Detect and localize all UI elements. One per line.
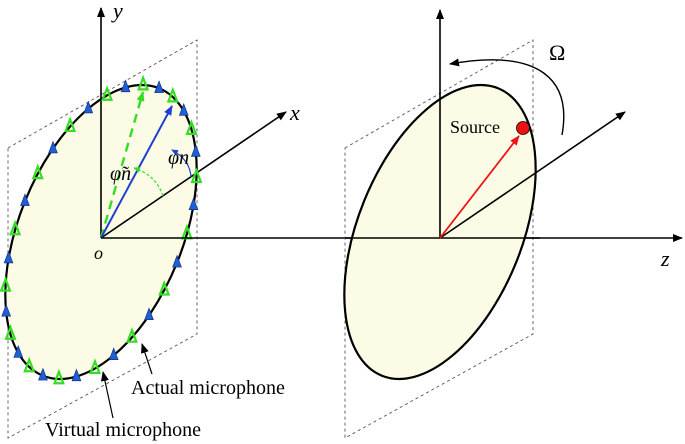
phi-n-label: φn: [168, 147, 189, 169]
actual-microphone-label: Actual microphone: [131, 377, 285, 399]
virtual-microphone-marker: [64, 116, 77, 133]
virtual-microphone-marker: [4, 324, 17, 340]
virtual-mic-vector: [99, 91, 145, 239]
origin-label: o: [94, 243, 103, 263]
virtual-microphone-marker: [101, 85, 114, 101]
x-axis-line: [100, 111, 287, 239]
actual-microphone-marker: [108, 347, 119, 360]
z-axis-label: z: [660, 246, 670, 271]
virtual-microphone-marker: [166, 86, 179, 103]
source-label: Source: [450, 117, 500, 137]
actual-microphone-marker: [190, 144, 201, 157]
right-diagonal-axis: [439, 111, 626, 239]
left-plane-outline: [7, 39, 198, 439]
left-array-disk: [4, 83, 198, 381]
virtual-mic-callout-arrow: [101, 371, 114, 419]
actual-microphone-marker: [154, 80, 164, 93]
virtual-microphone-marker: [31, 163, 44, 180]
virtual-microphone-marker: [190, 167, 203, 184]
omega-label: Ω: [549, 40, 565, 65]
actual-microphone-marker: [38, 367, 48, 381]
virtual-microphone-marker: [125, 327, 138, 343]
actual-mic-callout-arrow: [141, 343, 153, 375]
source-vector: [439, 135, 520, 239]
actual-microphone-marker: [48, 140, 58, 154]
actual-microphone-marker: [188, 197, 199, 211]
actual-microphone-marker: [144, 307, 154, 320]
virtual-microphone-label: Virtual microphone: [45, 419, 201, 441]
virtual-microphone-marker: [0, 276, 12, 292]
right-source-group: Source Ω: [343, 9, 626, 439]
phi-n-tilde-label: φ̃n: [110, 163, 131, 185]
right-plane-outline: [344, 39, 534, 439]
phi-n-tilde-arc: [133, 166, 164, 197]
virtual-microphone-marker: [9, 219, 22, 236]
source-dot: [516, 121, 530, 135]
omega-rotation-arrow: [449, 58, 565, 136]
x-axis-label: x: [289, 100, 300, 125]
actual-microphone-marker: [71, 368, 82, 382]
left-array-group: y x o φn φ̃n Actual microphone Virtual m…: [0, 0, 300, 441]
actual-microphone-marker: [178, 102, 189, 116]
actual-microphone-marker: [13, 344, 24, 358]
virtual-microphone-marker: [137, 74, 150, 91]
actual-microphone-marker: [20, 193, 30, 206]
y-axis-label: y: [111, 0, 123, 23]
virtual-microphone-marker: [158, 279, 171, 296]
actual-microphone-marker: [1, 303, 12, 317]
virtual-microphone-marker: [185, 119, 198, 135]
virtual-microphone-marker: [52, 368, 65, 385]
actual-microphone-marker: [172, 254, 182, 268]
phi-n-arc: [171, 149, 192, 178]
actual-microphone-marker: [83, 100, 94, 114]
actual-microphone-marker: [120, 79, 131, 93]
microphone-markers: [0, 74, 203, 385]
virtual-microphone-marker: [88, 358, 101, 374]
virtual-microphone-marker: [23, 356, 36, 373]
actual-microphone-marker: [3, 250, 14, 264]
